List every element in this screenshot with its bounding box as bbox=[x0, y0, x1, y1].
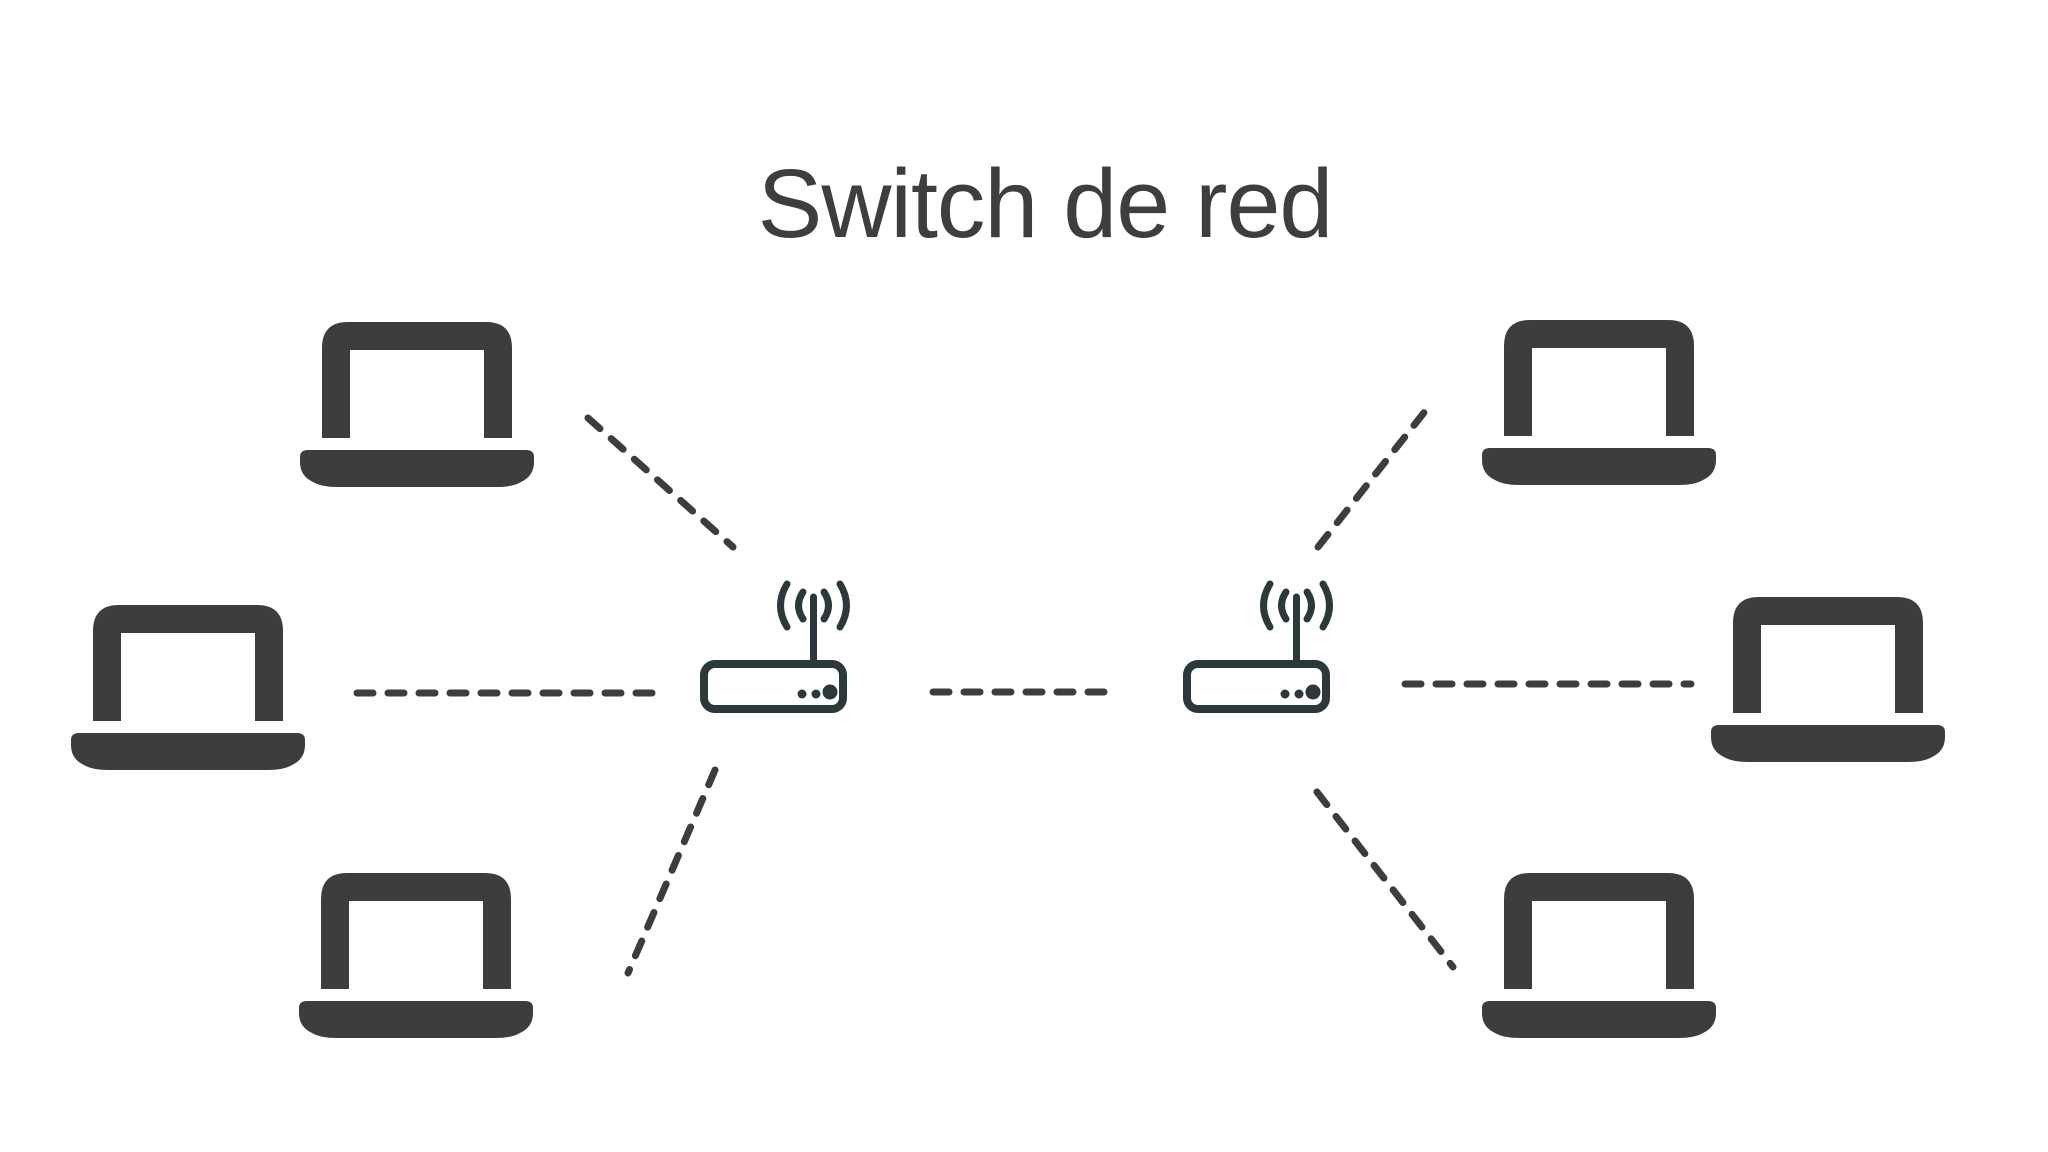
laptop-icon-top-right bbox=[1482, 320, 1716, 485]
laptop-icon-middle-right bbox=[1711, 597, 1945, 762]
wireless-switch-icon-left bbox=[704, 584, 847, 709]
connection-lines bbox=[353, 401, 1695, 977]
laptop-icon-bottom-right bbox=[1482, 873, 1716, 1038]
connection-switch-right-to-laptop-top-right bbox=[1314, 401, 1434, 551]
wireless-switch-icon-right bbox=[1187, 584, 1330, 709]
connection-laptop-bottom-left-to-switch-left bbox=[624, 766, 719, 977]
connection-switch-right-to-laptop-bottom-right bbox=[1313, 788, 1457, 971]
laptop-icon-middle-left bbox=[71, 605, 305, 770]
diagram-title: Switch de red bbox=[757, 149, 1334, 258]
laptop-icon-bottom-left bbox=[299, 873, 533, 1038]
connection-laptop-top-left-to-switch-left bbox=[584, 414, 737, 551]
laptop-icon-top-left bbox=[300, 322, 534, 487]
